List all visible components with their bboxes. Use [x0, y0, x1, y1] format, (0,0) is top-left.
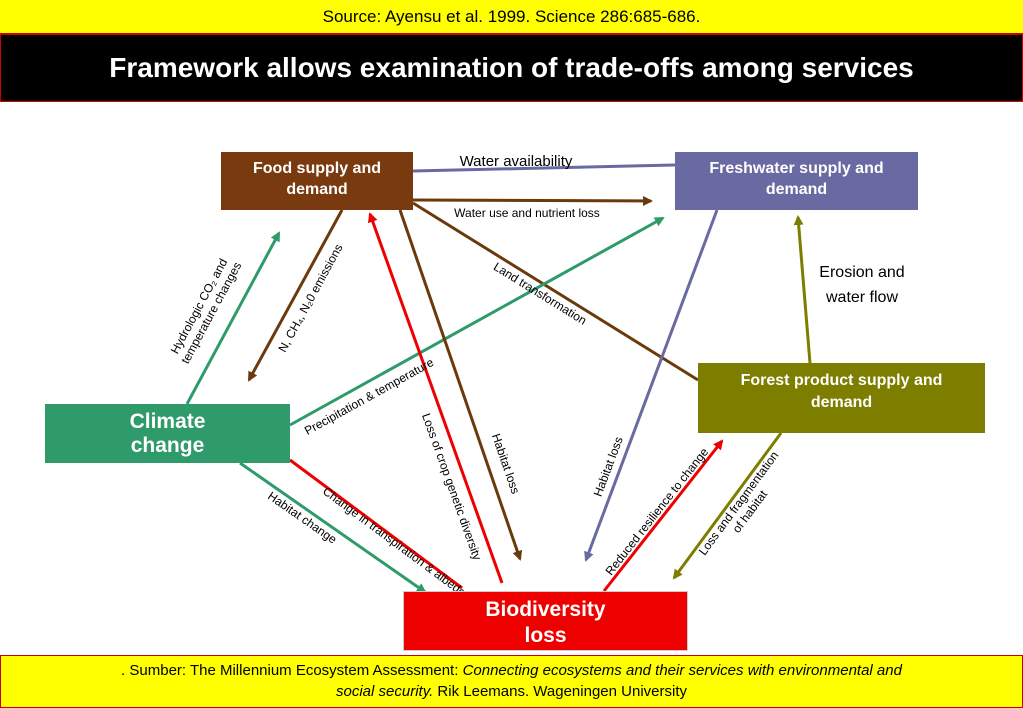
node-bio-line2: loss	[524, 624, 567, 647]
node-biodiversity-loss: Biodiversity loss	[403, 591, 688, 651]
source-bar: Source: Ayensu et al. 1999. Science 286:…	[0, 0, 1023, 34]
slide-title: Framework allows examination of trade-of…	[0, 34, 1023, 102]
label-erosion-line2: water flow	[825, 289, 898, 306]
node-food-line1: Food supply and	[253, 160, 381, 177]
arrow-fragmentation	[672, 432, 783, 580]
node-forest-product-supply: Forest product supply and demand	[698, 363, 985, 433]
node-food-supply: Food supply and demand	[221, 152, 413, 210]
label-land-transformation: Land transformation	[491, 260, 589, 328]
label-transpiration: Change in transpiration & albedo	[320, 484, 469, 600]
arrow-water-availability	[412, 163, 676, 173]
label-resilience: Reduced resilience to change	[602, 445, 711, 578]
slide-title-text: Framework allows examination of trade-of…	[109, 52, 914, 83]
arrow-water-use	[412, 195, 653, 206]
arrow-land-transformation	[412, 201, 699, 382]
arrow-precipitation	[289, 216, 665, 427]
footer-citation: . Sumber: The Millennium Ecosystem Asses…	[0, 655, 1023, 708]
footer-title-italic-1: Connecting ecosystems and their services…	[462, 662, 902, 679]
node-climate-change: Climate change	[45, 404, 290, 463]
footer-title-italic-2: social security.	[336, 683, 434, 700]
arrow-erosion	[793, 215, 812, 364]
node-climate-line2: change	[130, 434, 205, 457]
node-freshwater-supply: Freshwater supply and demand	[675, 152, 918, 210]
arrow-hydrologic	[185, 231, 281, 405]
source-text: Source: Ayensu et al. 1999. Science 286:…	[322, 7, 701, 26]
footer-line2: social security. Rik Leemans. Wageningen…	[1, 681, 1022, 702]
label-precipitation: Precipitation & temperature	[302, 355, 436, 438]
node-bio-line1: Biodiversity	[485, 598, 606, 621]
node-food-line2: demand	[286, 181, 348, 198]
footer-suffix: Rik Leemans. Wageningen University	[433, 683, 687, 700]
node-fresh-line1: Freshwater supply and	[709, 160, 884, 177]
label-water-availability: Water availability	[460, 153, 573, 170]
arrow-crop-diversity	[367, 212, 504, 584]
arrow-habitat-change	[239, 461, 427, 594]
footer-line1: . Sumber: The Millennium Ecosystem Asses…	[1, 660, 1022, 681]
label-fragmentation-line1: Loss and fragmentation	[696, 449, 782, 558]
node-forest-line1: Forest product supply and	[740, 372, 943, 389]
label-water-use: Water use and nutrient loss	[454, 206, 600, 220]
node-fresh-line2: demand	[765, 181, 828, 198]
arrow-transpiration	[289, 458, 463, 590]
label-emissions: N, CH₄, N₂0 emissions	[275, 242, 345, 355]
arrow-habitat-loss-brown	[398, 209, 523, 561]
node-climate-line1: Climate	[129, 410, 206, 433]
arrow-habitat-loss-blue	[584, 209, 719, 562]
label-erosion-line1: Erosion and	[819, 264, 904, 281]
arrow-emissions	[247, 209, 344, 382]
label-crop-diversity: Loss of crop genetic diversity	[419, 411, 484, 561]
node-forest-line2: demand	[810, 394, 873, 411]
arrow-resilience	[602, 439, 724, 592]
footer-prefix: . Sumber: The Millennium Ecosystem Asses…	[121, 662, 463, 679]
